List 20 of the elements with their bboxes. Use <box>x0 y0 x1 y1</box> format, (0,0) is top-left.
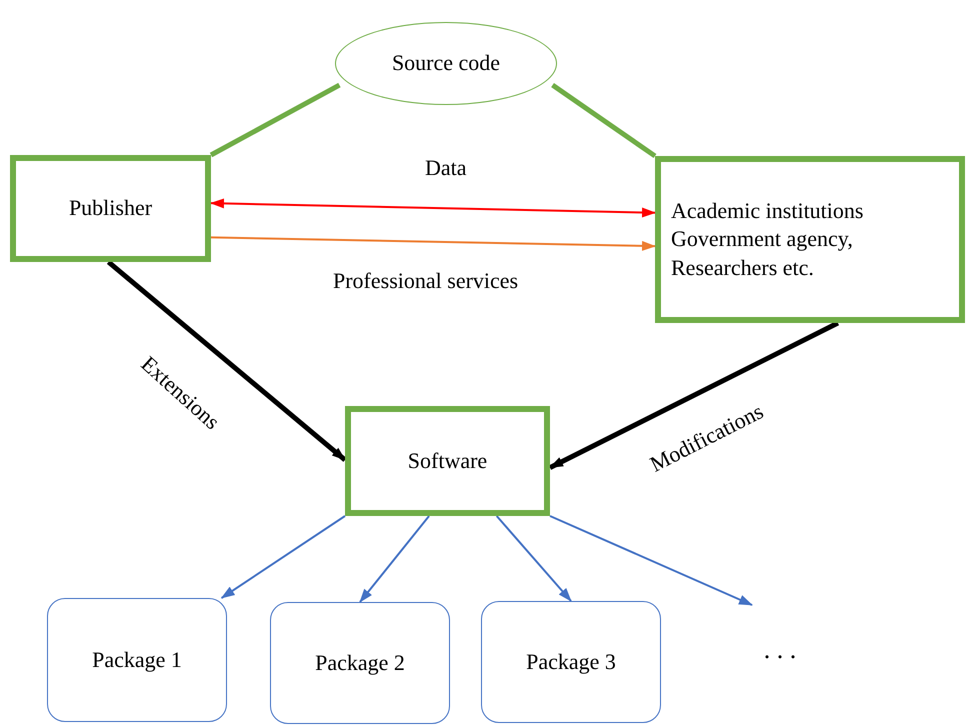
arrow <box>210 198 656 218</box>
process-box: Academic institutions Government agency, Researchers etc. <box>655 156 965 323</box>
arrow <box>106 260 347 462</box>
ellipse-node: Source code <box>335 22 557 105</box>
arrow <box>496 515 572 602</box>
rounded-box: Package 2 <box>270 602 450 724</box>
arrow <box>548 320 840 470</box>
process-box: Software <box>345 406 550 516</box>
rounded-box: Package 3 <box>481 601 661 723</box>
ellipsis-text: . . . <box>740 605 820 695</box>
connector-line <box>551 83 656 158</box>
arrow <box>359 515 430 603</box>
arrow <box>220 515 346 599</box>
edge-label: Professional services <box>333 268 518 294</box>
edge-label: Data <box>425 155 467 181</box>
rounded-box: Package 1 <box>47 598 227 722</box>
arrow <box>550 515 753 606</box>
arrow <box>210 236 656 251</box>
process-box: Publisher <box>10 155 211 262</box>
connector-line <box>210 82 341 158</box>
